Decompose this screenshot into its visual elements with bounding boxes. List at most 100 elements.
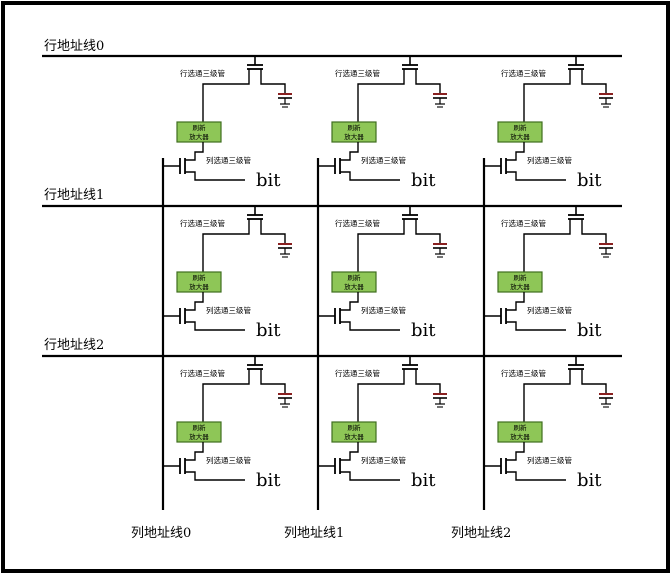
row-label-2: 行地址线2	[44, 338, 104, 353]
bit-output-label: bit	[256, 320, 281, 341]
column-transistor-label: 列选通三级管	[527, 155, 572, 165]
row-transistor-label: 行选通三级管	[501, 368, 546, 378]
column-label-2: 列地址线2	[451, 526, 511, 541]
row-transistor-source-wire	[202, 69, 250, 122]
amplifier-output-wire	[515, 292, 525, 306]
amplifier-label-line2: 放大器	[344, 432, 364, 441]
amplifier-label-line1: 刷新	[514, 123, 528, 132]
column-transistor-label: 列选通三级管	[361, 455, 406, 465]
amplifier-output-wire	[194, 142, 204, 156]
column-transistor-drain-wire	[340, 156, 351, 161]
amplifier-output-wire	[515, 442, 525, 456]
bit-output-label: bit	[577, 170, 602, 191]
amplifier-output-wire	[194, 292, 204, 306]
row-transistor-drain-wire	[260, 369, 286, 394]
amplifier-label-line2: 放大器	[510, 132, 530, 141]
refresh-amplifier	[331, 271, 377, 293]
amplifier-label-line1: 刷新	[348, 123, 362, 132]
memory-cells: 行选通三级管刷新放大器列选通三级管bit行选通三级管刷新放大器列选通三级管bit…	[163, 56, 613, 491]
row-label-0: 行地址线0	[44, 39, 104, 54]
bit-output-label: bit	[411, 170, 436, 191]
amplifier-label-line2: 放大器	[189, 132, 209, 141]
amplifier-label-line1: 刷新	[514, 273, 528, 282]
column-transistor-drain-wire	[506, 156, 517, 161]
row-transistor-label: 行选通三级管	[180, 368, 225, 378]
refresh-amplifier	[176, 121, 222, 143]
row-transistor-drain-wire	[260, 219, 286, 244]
refresh-amplifier	[497, 121, 543, 143]
column-transistor-drain-wire	[340, 306, 351, 311]
bit-line	[506, 321, 566, 331]
amplifier-output-wire	[349, 442, 359, 456]
amplifier-label-line1: 刷新	[193, 423, 207, 432]
bit-output-label: bit	[411, 320, 436, 341]
column-transistor-drain-wire	[185, 156, 196, 161]
row-transistor-drain-wire	[415, 69, 441, 94]
row-transistor-label: 行选通三级管	[180, 218, 225, 228]
row-transistor-drain-wire	[581, 69, 607, 94]
column-transistor-label: 列选通三级管	[206, 455, 251, 465]
bit-line	[185, 171, 245, 181]
amplifier-label-line1: 刷新	[348, 273, 362, 282]
refresh-amplifier	[176, 421, 222, 443]
bit-output-label: bit	[577, 470, 602, 491]
amplifier-label-line2: 放大器	[189, 282, 209, 291]
column-transistor-label: 列选通三级管	[361, 305, 406, 315]
row-transistor-label: 行选通三级管	[501, 218, 546, 228]
amplifier-label-line2: 放大器	[344, 282, 364, 291]
row-transistor-label: 行选通三级管	[335, 368, 380, 378]
refresh-amplifier	[497, 271, 543, 293]
amplifier-output-wire	[194, 442, 204, 456]
refresh-amplifier	[331, 421, 377, 443]
amplifier-label-line1: 刷新	[348, 423, 362, 432]
row-transistor-drain-wire	[415, 369, 441, 394]
column-lines	[161, 158, 486, 510]
column-label-1: 列地址线1	[284, 526, 344, 541]
row-transistor-source-wire	[523, 219, 571, 272]
amplifier-label-line2: 放大器	[344, 132, 364, 141]
amplifier-output-wire	[515, 142, 525, 156]
amplifier-output-wire	[349, 292, 359, 306]
refresh-amplifier	[176, 271, 222, 293]
row-transistor-label: 行选通三级管	[335, 68, 380, 78]
amplifier-label-line2: 放大器	[510, 432, 530, 441]
column-transistor-drain-wire	[506, 306, 517, 311]
row-lines	[42, 54, 622, 358]
column-transistor-label: 列选通三级管	[527, 305, 572, 315]
column-transistor-drain-wire	[185, 306, 196, 311]
refresh-amplifier	[331, 121, 377, 143]
row-transistor-source-wire	[202, 219, 250, 272]
refresh-amplifier	[497, 421, 543, 443]
bit-line	[340, 471, 400, 481]
bit-line	[185, 471, 245, 481]
row-transistor-label: 行选通三级管	[501, 68, 546, 78]
bit-line	[340, 171, 400, 181]
amplifier-label-line2: 放大器	[510, 282, 530, 291]
column-transistor-drain-wire	[340, 456, 351, 461]
column-transistor-label: 列选通三级管	[206, 155, 251, 165]
row-transistor-source-wire	[523, 369, 571, 422]
row-transistor-source-wire	[357, 69, 405, 122]
bit-line	[340, 321, 400, 331]
amplifier-output-wire	[349, 142, 359, 156]
row-transistor-source-wire	[523, 69, 571, 122]
bit-output-label: bit	[256, 470, 281, 491]
bit-line	[506, 471, 566, 481]
row-transistor-drain-wire	[260, 69, 286, 94]
bit-output-label: bit	[577, 320, 602, 341]
row-transistor-source-wire	[357, 219, 405, 272]
column-transistor-label: 列选通三级管	[527, 455, 572, 465]
column-transistor-drain-wire	[185, 456, 196, 461]
amplifier-label-line1: 刷新	[514, 423, 528, 432]
row-transistor-source-wire	[202, 369, 250, 422]
